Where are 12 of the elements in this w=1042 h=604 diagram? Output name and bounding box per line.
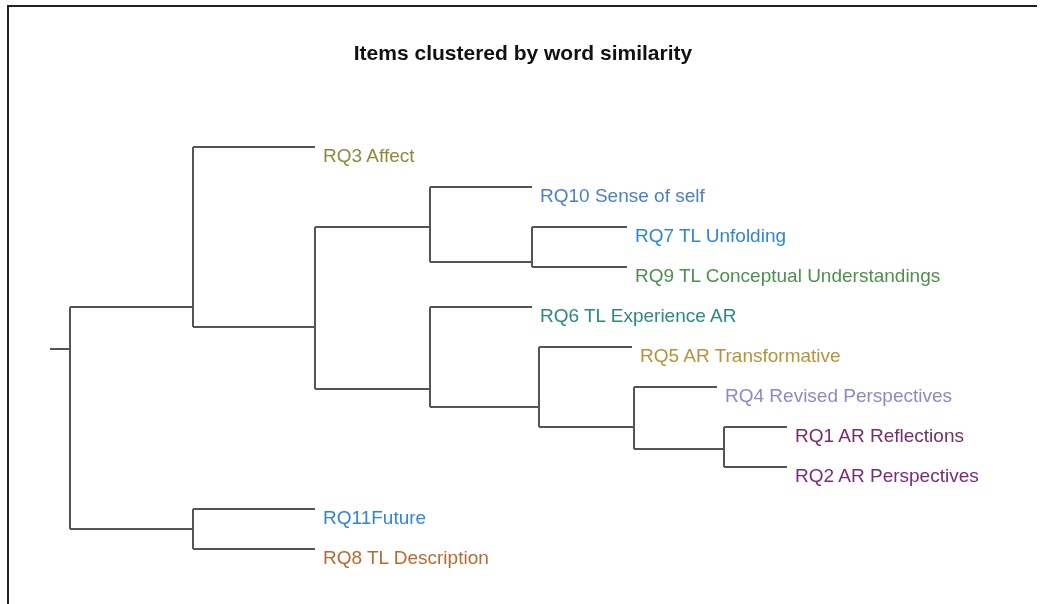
leaf-label: RQ1 AR Reflections [795,425,964,445]
leaf-label: RQ7 TL Unfolding [635,225,787,245]
leaf-label: RQ3 Affect [323,145,415,165]
leaf-label: RQ5 AR Transformative [640,345,841,365]
leaf-label: RQ2 AR Perspectives [795,465,979,485]
leaf-label: RQ11Future [323,507,427,527]
chart-title: Items clustered by word similarity [352,41,694,65]
leaf-label: RQ6 TL Experience AR [540,305,737,325]
leaf-label: RQ9 TL Conceptual Understandings [635,265,941,285]
leaf-label: RQ8 TL Description [323,547,489,567]
leaf-label: RQ10 Sense of self [540,185,705,205]
leaf-label: RQ4 Revised Perspectives [725,385,953,405]
